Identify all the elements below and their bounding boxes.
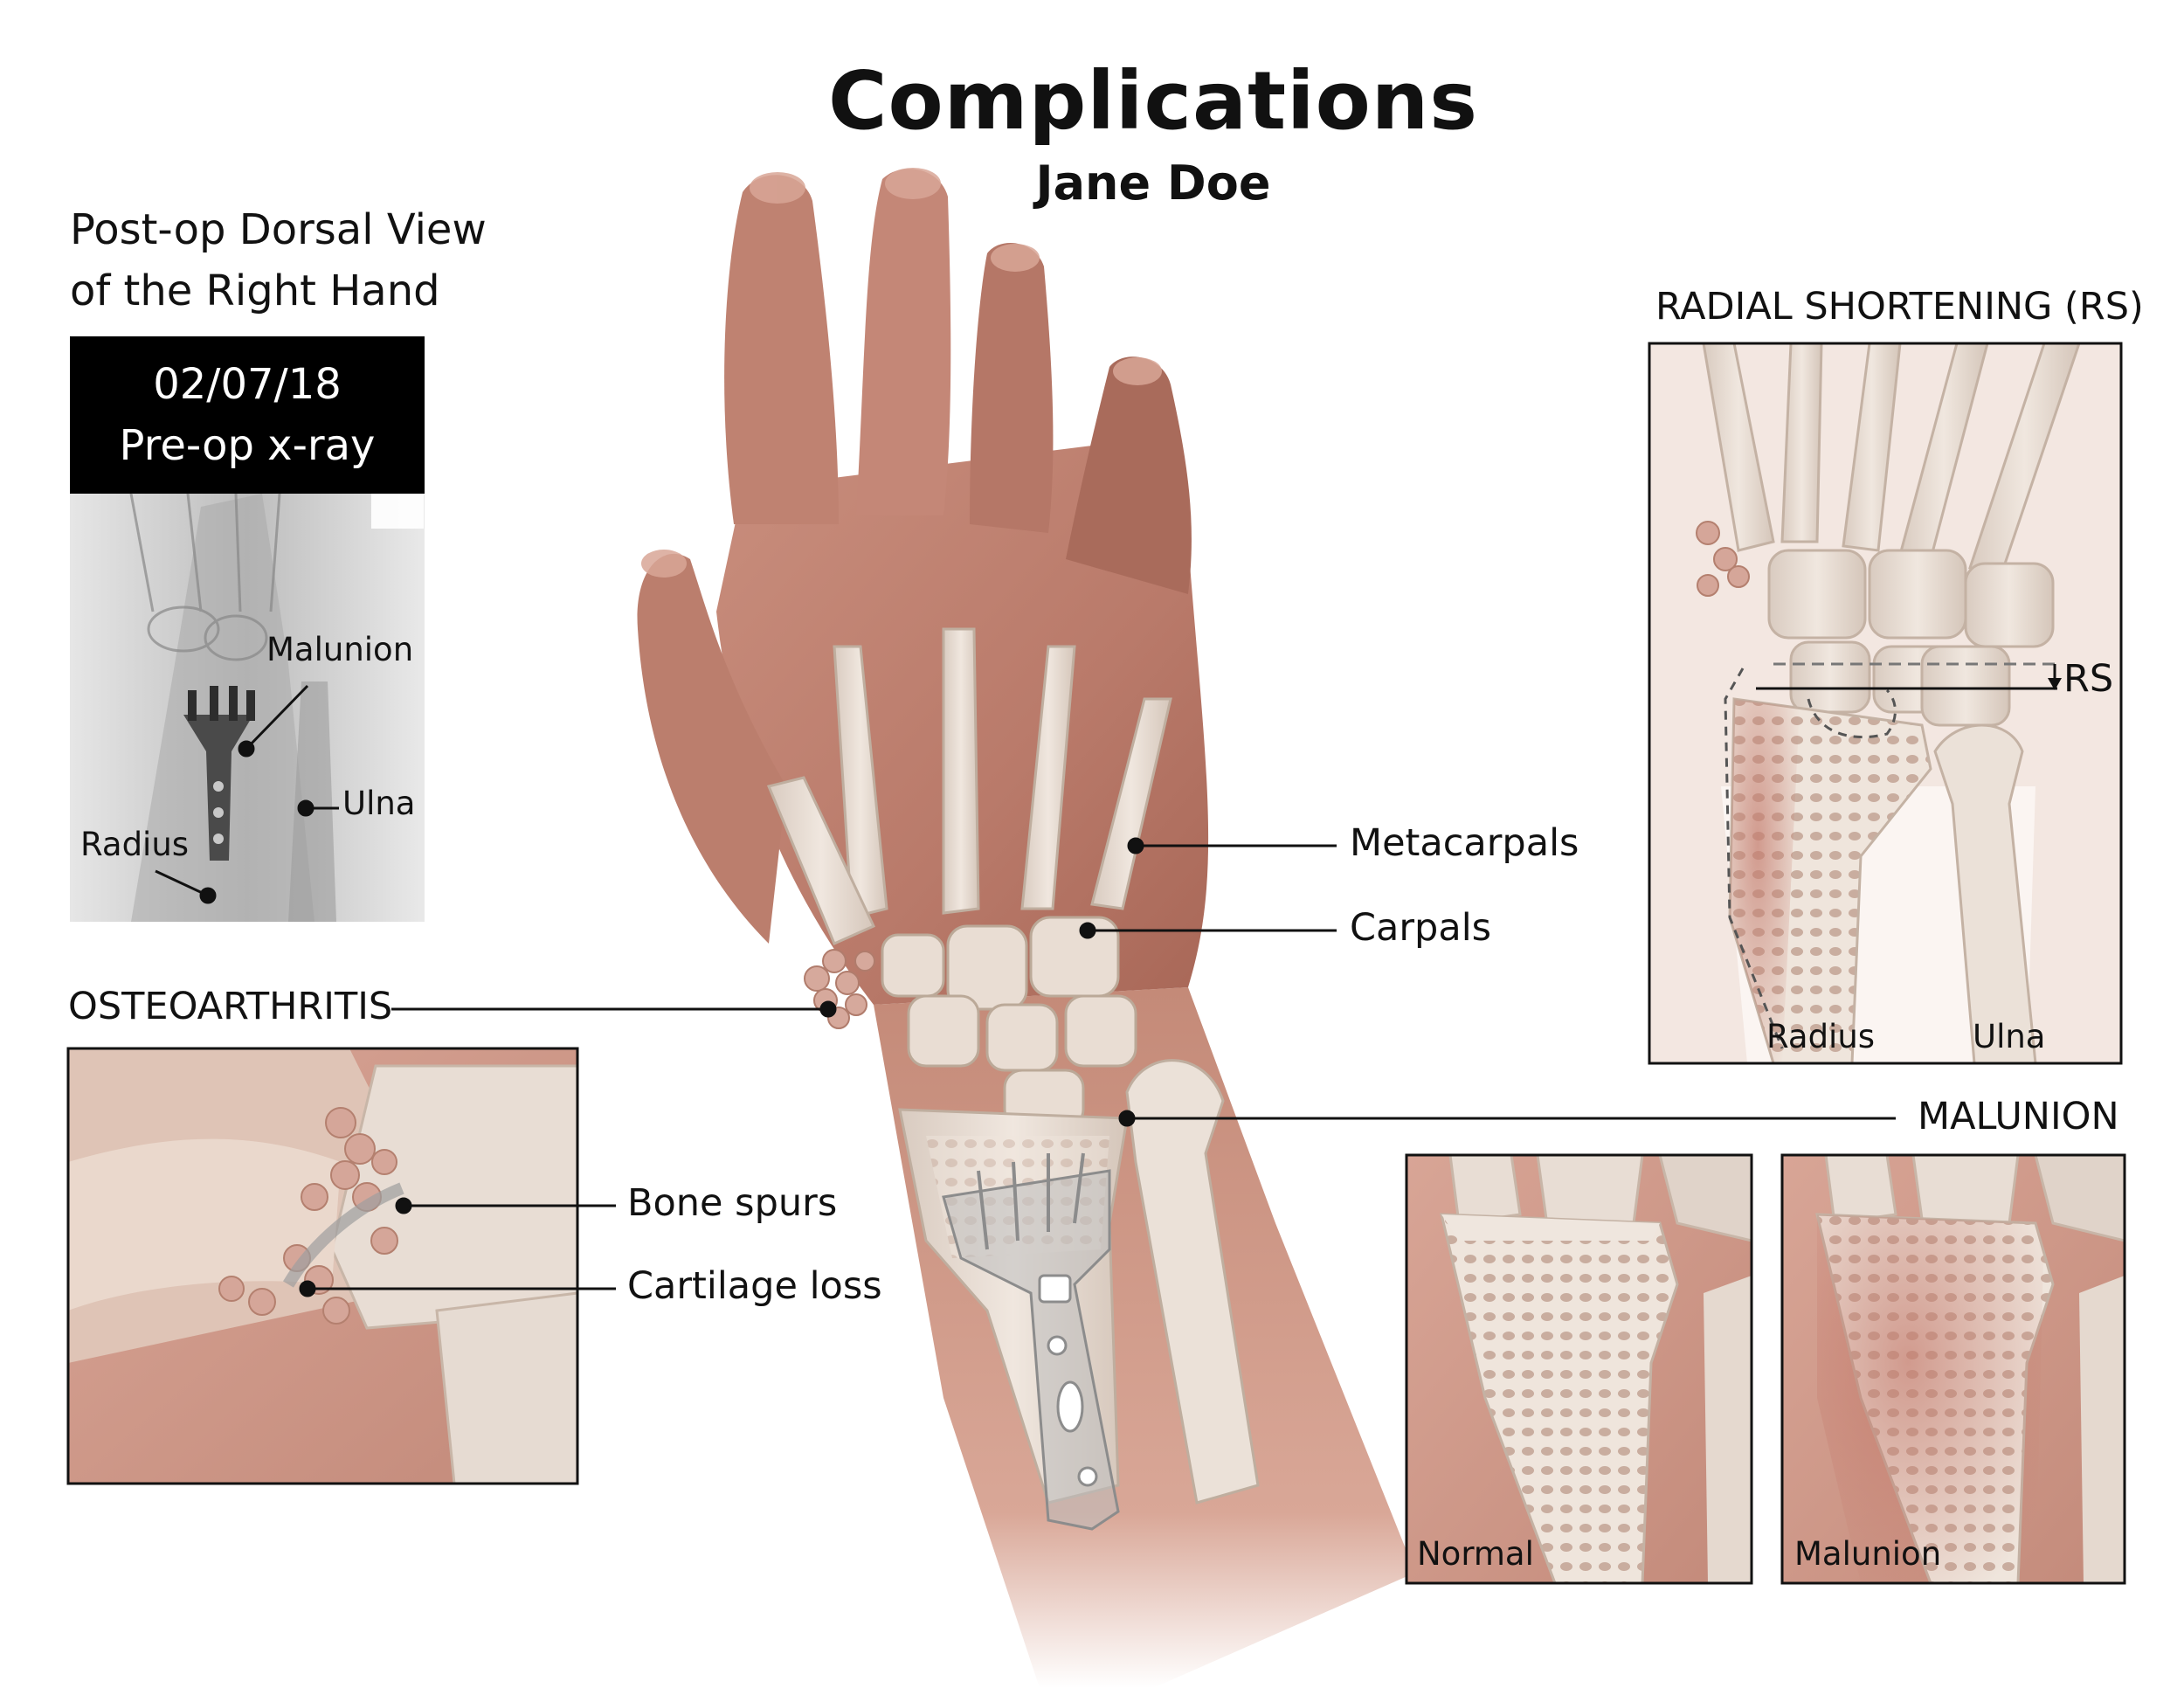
bone-spurs-label: Bone spurs — [627, 1181, 838, 1225]
hand-leaders — [391, 837, 1896, 1127]
rs-label: RS — [2063, 657, 2114, 701]
postop-line-1: Post-op Dorsal View — [70, 205, 487, 254]
xray-leaders — [155, 684, 339, 904]
hand-illustration — [637, 168, 1415, 1688]
malunion-heading: MALUNION — [1918, 1095, 2119, 1138]
postop-line-2: of the Right Hand — [70, 266, 440, 315]
osteoarthritis-heading: OSTEOARTHRITIS — [68, 985, 393, 1028]
malunion-inset-label: Malunion — [1794, 1535, 1942, 1573]
xray-date: 02/07/18 — [153, 360, 342, 409]
xray-label: Pre-op x-ray — [119, 421, 376, 470]
normal-inset-label: Normal — [1417, 1535, 1534, 1573]
malunion-radius-inset — [1780, 1153, 2126, 1585]
metacarpals-label: Metacarpals — [1350, 821, 1579, 865]
xray-radius-label: Radius — [80, 826, 190, 863]
page-subtitle: Jane Doe — [1035, 156, 1271, 211]
xray-image — [70, 493, 425, 922]
page-title: Complications — [827, 54, 1479, 148]
rs-ulna-label: Ulna — [1973, 1018, 2046, 1055]
radial-shortening-heading: RADIAL SHORTENING (RS) — [1655, 285, 2144, 329]
osteoarthritis-inset — [66, 1047, 579, 1485]
carpals-label: Carpals — [1350, 906, 1492, 950]
cartilage-loss-label: Cartilage loss — [627, 1264, 882, 1308]
osteoarthritis-leaders — [299, 1197, 616, 1297]
xray-malunion-label: Malunion — [266, 631, 414, 668]
normal-radius-inset — [1405, 1153, 1753, 1585]
xray-header: 02/07/18 Pre-op x-ray — [70, 336, 425, 494]
xray-ulna-label: Ulna — [342, 785, 416, 822]
postop-heading: Post-op Dorsal View of the Right Hand — [70, 199, 487, 322]
radial-shortening-inset — [1648, 342, 2123, 1065]
rs-radius-label: Radius — [1766, 1018, 1876, 1055]
